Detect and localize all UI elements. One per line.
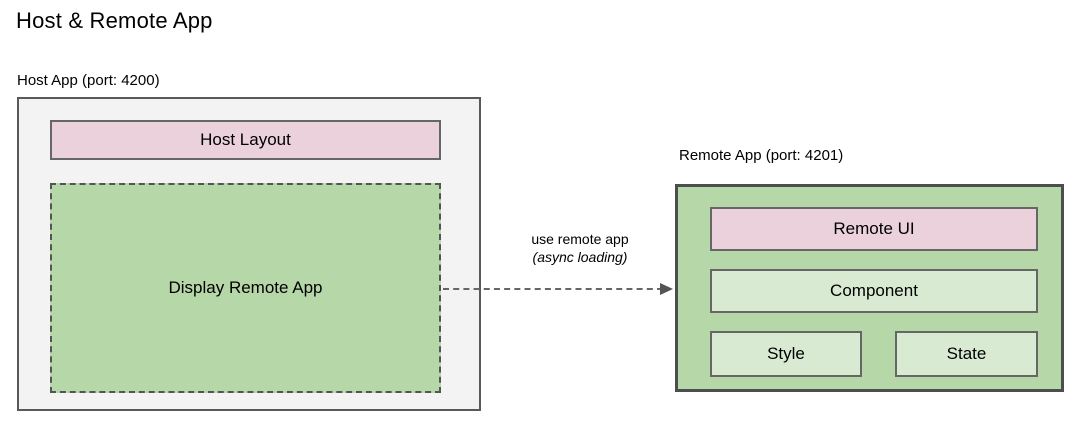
- component-box: Component: [710, 269, 1038, 313]
- host-app-label: Host App (port: 4200): [17, 72, 160, 89]
- style-box: Style: [710, 331, 862, 377]
- connection-arrow-line: [443, 288, 663, 290]
- remote-ui-box: Remote UI: [710, 207, 1038, 251]
- remote-app-label: Remote App (port: 4201): [679, 147, 844, 164]
- connection-label: use remote app (async loading): [480, 230, 680, 266]
- connection-arrowhead-icon: [660, 283, 673, 295]
- host-layout-box: Host Layout: [50, 120, 441, 160]
- display-remote-app-box: Display Remote App: [50, 183, 441, 393]
- connection-label-line1: use remote app: [531, 231, 629, 247]
- state-box: State: [895, 331, 1038, 377]
- diagram-title: Host & Remote App: [16, 8, 213, 33]
- connection-label-line2: (async loading): [532, 249, 628, 265]
